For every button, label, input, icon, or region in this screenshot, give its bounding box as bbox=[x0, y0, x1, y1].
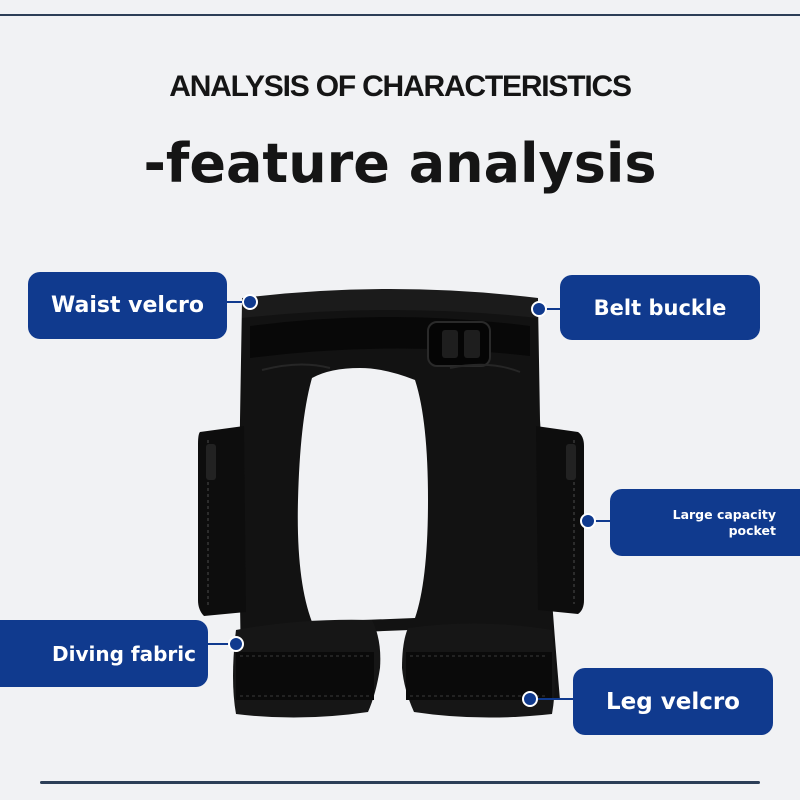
pocket-text-line1: Large capacity bbox=[672, 506, 776, 522]
large-capacity-pocket-label: Large capacity pocket bbox=[610, 489, 800, 556]
belt-buckle-connector bbox=[540, 308, 562, 310]
waist-velcro-label: Waist velcro bbox=[28, 272, 227, 339]
leg-velcro-dot bbox=[522, 691, 538, 707]
left-pocket-graphic bbox=[198, 426, 246, 616]
waist-velcro-connector bbox=[227, 301, 249, 303]
harness-body bbox=[239, 292, 561, 700]
page-title: ANALYSIS OF CHARACTERISTICS bbox=[169, 70, 632, 103]
waist-velcro-dot bbox=[242, 294, 258, 310]
diving-fabric-label: Diving fabric bbox=[0, 620, 208, 687]
top-divider bbox=[0, 14, 800, 16]
waist-band bbox=[242, 289, 538, 318]
waist-velcro-text: Waist velcro bbox=[51, 293, 204, 318]
leg-velcro-label: Leg velcro bbox=[573, 668, 773, 735]
belt-buckle-text: Belt buckle bbox=[593, 295, 727, 320]
pocket-connector bbox=[592, 520, 612, 522]
diving-fabric-text: Diving fabric bbox=[52, 641, 196, 666]
belt-buckle-dot bbox=[531, 301, 547, 317]
bottom-divider bbox=[40, 781, 760, 784]
left-leg-cuff-graphic bbox=[233, 619, 381, 718]
pocket-dot bbox=[580, 513, 596, 529]
belt-buckle-label: Belt buckle bbox=[560, 275, 760, 340]
leg-velcro-text: Leg velcro bbox=[606, 688, 740, 715]
pocket-text-line2: pocket bbox=[728, 522, 776, 538]
page-subtitle: -feature analysis bbox=[143, 132, 657, 195]
diving-fabric-dot bbox=[228, 636, 244, 652]
diving-fabric-connector bbox=[208, 643, 234, 645]
belt-buckle-graphic bbox=[427, 321, 491, 367]
right-leg-cuff-graphic bbox=[402, 623, 555, 718]
leg-velcro-connector bbox=[534, 698, 574, 700]
right-pocket-graphic bbox=[536, 426, 584, 614]
